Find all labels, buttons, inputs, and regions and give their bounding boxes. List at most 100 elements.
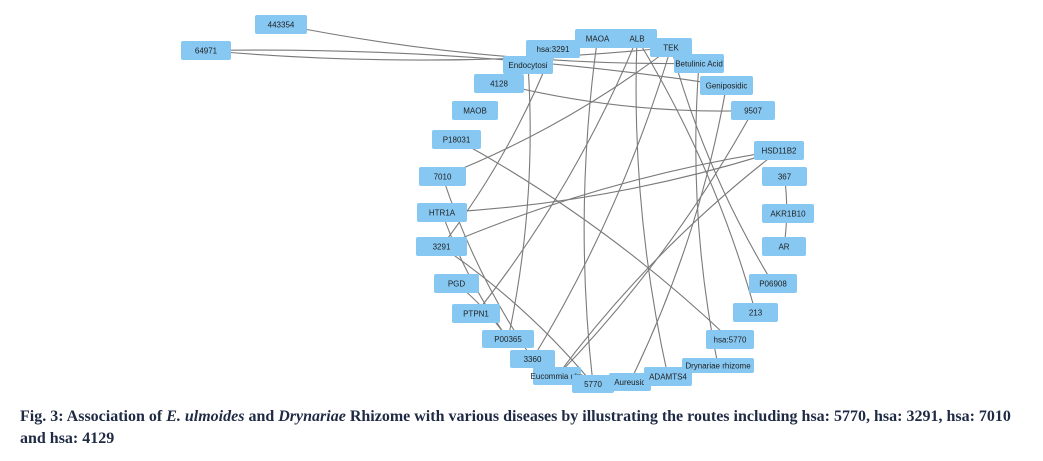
node-box (617, 29, 657, 48)
node-label: 4128 (490, 80, 508, 89)
node-n7010: 7010 (419, 167, 466, 186)
edge-n64971-tek (205, 46, 672, 61)
node-endocytosis: Endocytosi (503, 56, 553, 74)
node-label: P06908 (759, 280, 787, 289)
caption-species-1: E. ulmoides (166, 408, 245, 425)
node-maob: MAOB (452, 101, 498, 120)
node-label: TEK (663, 44, 679, 53)
node-box (503, 56, 553, 74)
node-drynariae: Drynariae rhizome (682, 358, 754, 373)
node-ptpn1: PTPN1 (452, 304, 500, 323)
node-box (572, 375, 614, 393)
node-label: AR (778, 243, 789, 252)
node-box (682, 358, 754, 373)
node-pgd: PGD (434, 274, 479, 293)
edge-n443354-betulinic (280, 23, 700, 65)
caption-prefix: Fig. 3: Association of (20, 408, 167, 425)
node-label: PTPN1 (463, 310, 489, 319)
node-hsa3291: hsa:3291 (526, 40, 580, 58)
node-box (754, 141, 804, 160)
node-n213: 213 (733, 303, 778, 322)
edge-geniposidic-aureusid (629, 85, 728, 383)
node-ar: AR (762, 237, 806, 256)
edge-n64971-geniposidic (205, 49, 727, 87)
node-label: MAOB (463, 107, 487, 116)
node-box (452, 304, 500, 323)
node-label: 443354 (268, 21, 295, 30)
node-label: AKR1B10 (770, 210, 806, 219)
node-betulinic: Betulinic Acid (674, 54, 724, 73)
node-label: ALB (629, 35, 644, 44)
node-hsa5770: hsa:5770 (706, 330, 754, 349)
node-box (650, 38, 692, 57)
node-label: 3291 (433, 243, 451, 252)
node-box (452, 101, 498, 120)
node-label: hsa:5770 (714, 336, 747, 345)
edge-betulinic-drynariae (695, 63, 719, 366)
node-eucommia: Eucommia ulm (531, 367, 584, 385)
node-box (526, 40, 580, 58)
node-alb: ALB (617, 29, 657, 48)
node-box (644, 367, 692, 386)
node-label: Drynariae rhizome (685, 362, 751, 371)
node-box (733, 303, 778, 322)
node-label: 213 (749, 309, 763, 318)
edge-hsd11b2-n3291 (441, 149, 780, 248)
node-box (762, 167, 807, 186)
edge-endocytosis-p00365 (507, 64, 531, 340)
node-box (533, 367, 581, 385)
node-box (609, 373, 651, 391)
edge-maoa-n5770 (583, 38, 599, 385)
node-n9507: 9507 (731, 101, 775, 120)
node-n3291: 3291 (416, 237, 467, 256)
node-label: 367 (778, 173, 792, 182)
node-box (731, 101, 775, 120)
network-diagram: 443354 64971 hsa:3291 MAOA ALB TEK Endocytosi B… (181, 15, 814, 393)
edge-alb-adamts4 (635, 38, 669, 377)
node-box (674, 54, 724, 73)
node-adamts4: ADAMTS4 (644, 367, 692, 386)
node-label: Geniposidic (706, 82, 748, 91)
node-box (434, 274, 479, 293)
node-p18031: P18031 (432, 130, 481, 149)
edge-n3291-hsa3291 (441, 48, 554, 247)
node-p00365: P00365 (482, 330, 534, 348)
node-box (762, 237, 806, 256)
caption-species-2: Drynariae (278, 408, 346, 425)
node-label: 64971 (195, 47, 218, 56)
node-box (482, 330, 534, 348)
node-layer: 443354 64971 hsa:3291 MAOA ALB TEK Endocytosi B… (181, 15, 814, 393)
node-label: Betulinic Acid (675, 60, 723, 69)
node-n4128: 4128 (474, 74, 524, 93)
node-label: 5770 (584, 380, 602, 389)
edge-n4128-n9507 (498, 82, 754, 112)
node-n443354: 443354 (255, 15, 307, 34)
node-label: Eucommia ulm (531, 372, 584, 381)
node-label: hsa:3291 (537, 45, 570, 54)
node-label: Endocytosi (508, 61, 547, 70)
node-label: ADAMTS4 (649, 373, 687, 382)
node-label: MAOA (586, 35, 610, 44)
figure-caption: Fig. 3: Association of E. ulmoides and D… (20, 406, 1030, 450)
node-box (416, 237, 467, 256)
node-p06908: P06908 (749, 274, 797, 293)
edge-p18031-hsa5770 (456, 139, 731, 340)
node-box (762, 204, 814, 223)
node-htr1a: HTR1A (417, 203, 467, 222)
node-label: P18031 (443, 136, 471, 145)
node-label: Aureusid (614, 378, 646, 387)
edge-tek-n7010 (442, 47, 672, 178)
caption-middle: and (244, 408, 279, 425)
node-geniposidic: Geniposidic (700, 76, 753, 95)
node-n367: 367 (762, 167, 807, 186)
node-akr1b10: AKR1B10 (762, 204, 814, 223)
edge-eucommia-n9507 (556, 110, 754, 377)
edge-ptpn1-alb (475, 38, 638, 314)
node-label: HSD11B2 (762, 147, 798, 156)
node-box (474, 74, 524, 93)
node-box (700, 76, 753, 95)
node-n3360: 3360 (510, 350, 555, 368)
node-aureusid: Aureusid (609, 373, 651, 391)
node-box (749, 274, 797, 293)
node-box (510, 350, 555, 368)
